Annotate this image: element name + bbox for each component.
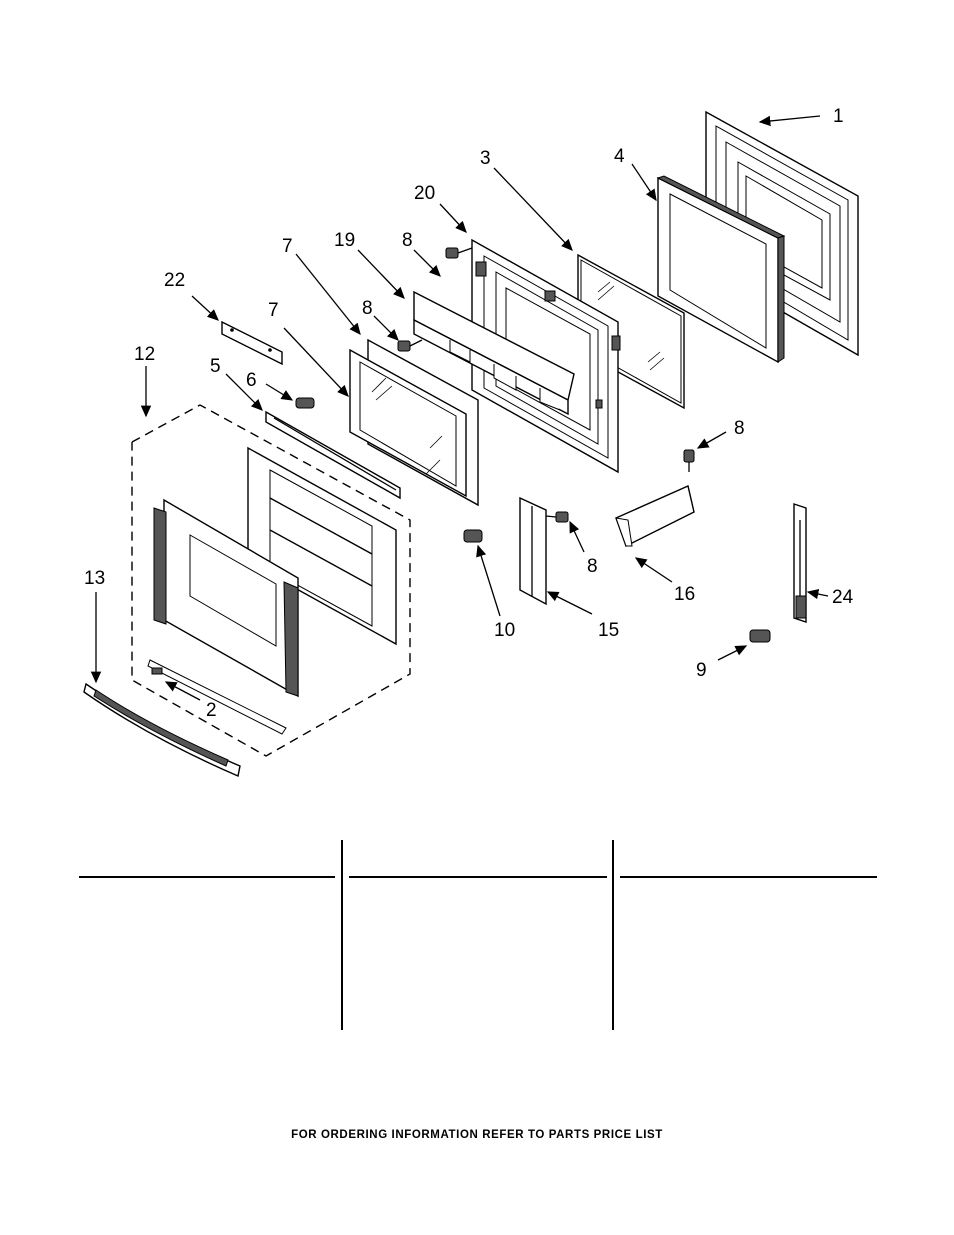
part-8-screw-d [545,511,569,523]
callout-13: 13 [84,568,105,589]
part-1-door-frame [705,110,859,357]
callout-24: 24 [832,587,854,608]
callout-10: 10 [494,620,515,641]
part-15-hinge-bracket [519,496,547,606]
column-divider-2 [612,840,614,1030]
callout-4: 4 [614,146,625,167]
part-12-door-assembly [131,404,411,757]
part-5-vent-strip [265,410,401,500]
leader-lines [90,115,829,701]
exploded-parts-diagram: 1 4 3 20 19 8 7 8 7 22 12 5 6 13 2 10 15… [83,106,859,777]
callout-16: 16 [674,584,695,605]
part-13-handle [83,682,241,777]
part-22-bracket [221,320,283,366]
callout-8-b: 8 [362,298,373,319]
column-3-rule [620,876,877,878]
callout-9: 9 [696,660,707,681]
callout-5: 5 [210,356,221,377]
part-19-heat-shield [413,290,575,416]
part-8-screw-b [397,339,423,352]
callout-8-d: 8 [734,418,745,439]
part-9-screw [749,629,771,643]
callout-7-a: 7 [282,236,293,257]
callout-8-a: 8 [402,230,413,251]
callout-8-c: 8 [587,556,598,577]
callout-6: 6 [246,370,257,391]
callout-15: 15 [598,620,619,641]
callout-22: 22 [164,270,185,291]
part-8-screw-a [445,247,473,259]
callout-1: 1 [833,106,844,127]
callout-19: 19 [334,230,355,251]
part-6-screw [295,397,315,409]
part-4-trim-frame [656,175,786,364]
part-10-screw [463,529,483,543]
part-8-screw-c [683,449,695,472]
part-7-glass-panel-b [349,348,467,498]
callout-2: 2 [206,700,217,721]
callout-20: 20 [414,183,435,204]
column-2-rule [349,876,607,878]
part-16-hinge-strap [615,485,695,547]
callout-7-b: 7 [268,300,279,321]
column-divider-1 [341,840,343,1030]
column-1-rule [79,876,335,878]
part-24-hinge [793,503,807,623]
callout-12: 12 [134,344,155,365]
callout-3: 3 [480,148,491,169]
ordering-info-footer: FOR ORDERING INFORMATION REFER TO PARTS … [291,1129,663,1141]
